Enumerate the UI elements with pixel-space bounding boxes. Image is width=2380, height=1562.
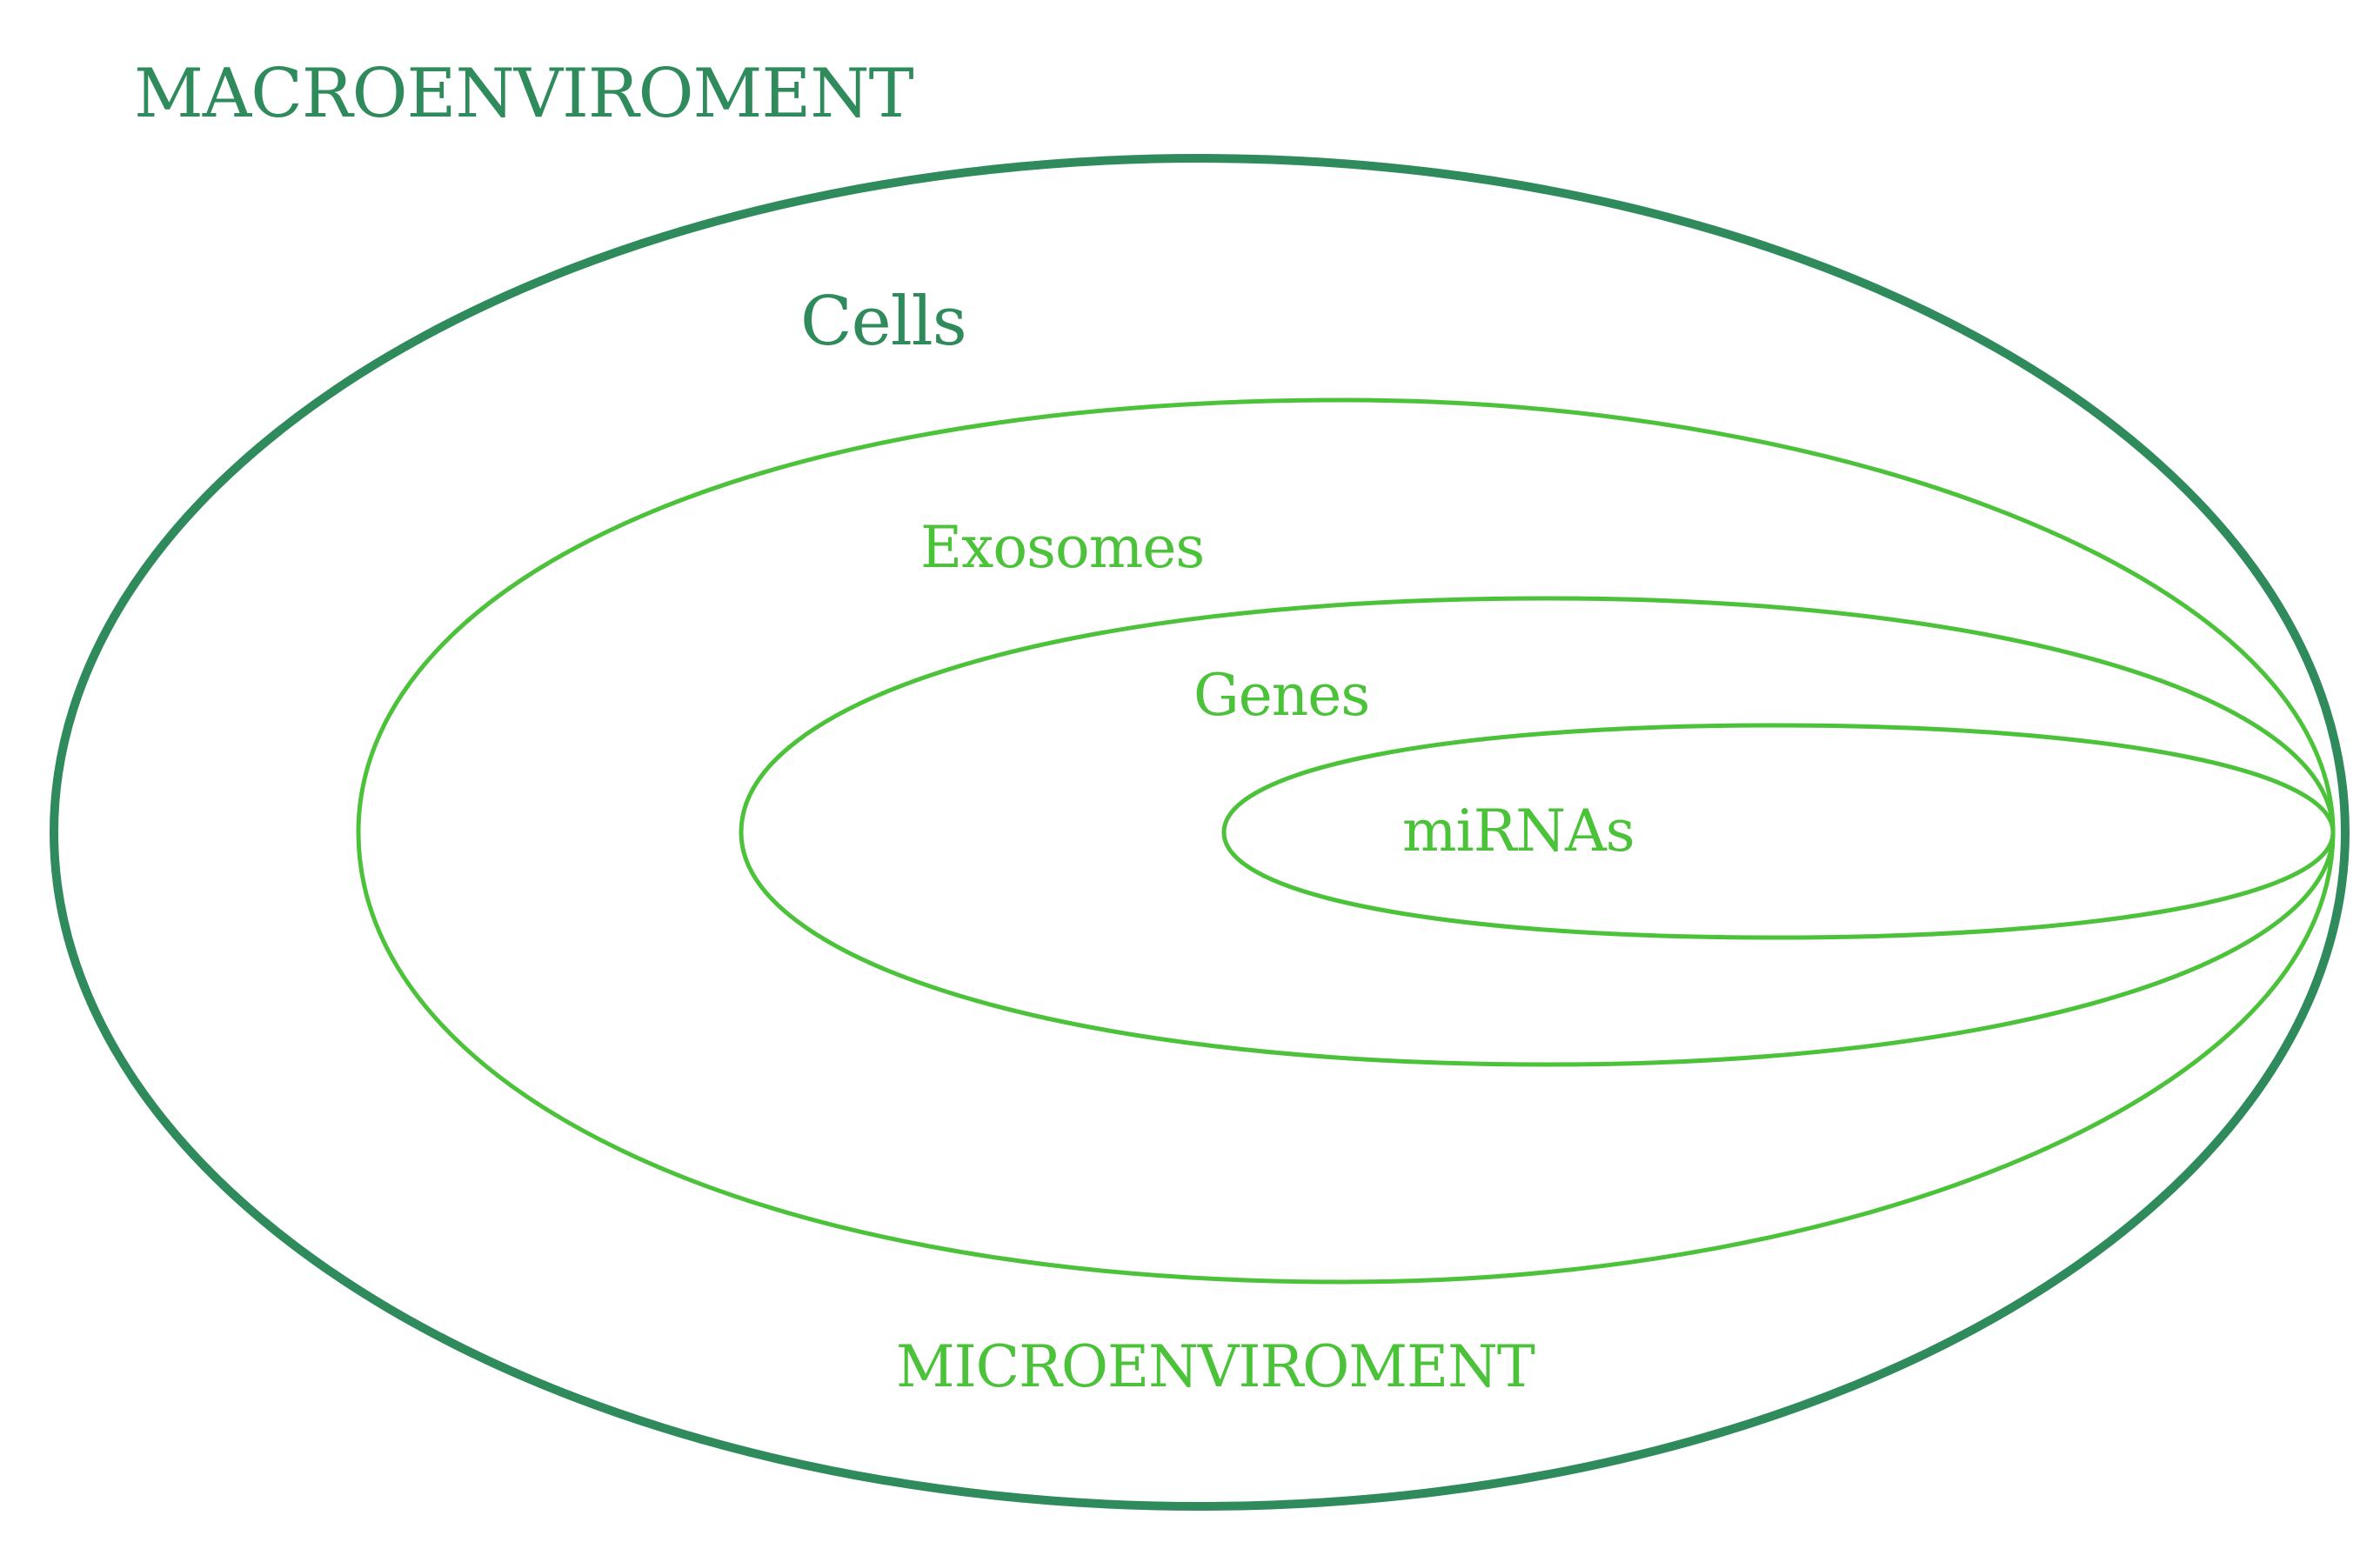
exosomes-label: Exosomes [920, 514, 1204, 581]
exosomes-ellipse [356, 397, 2336, 1285]
mirnas-label: miRNAs [1402, 798, 1635, 864]
microenvironment-label: MICROENVIROMENT [896, 1333, 1535, 1400]
genes-ellipse [739, 596, 2336, 1067]
genes-label: Genes [1193, 662, 1369, 729]
mirnas-ellipse [1221, 723, 2336, 940]
cells-ellipse [50, 154, 2350, 1511]
macroenvironment-label: MACROENVIROMENT [134, 55, 914, 133]
cells-label: Cells [800, 283, 966, 361]
